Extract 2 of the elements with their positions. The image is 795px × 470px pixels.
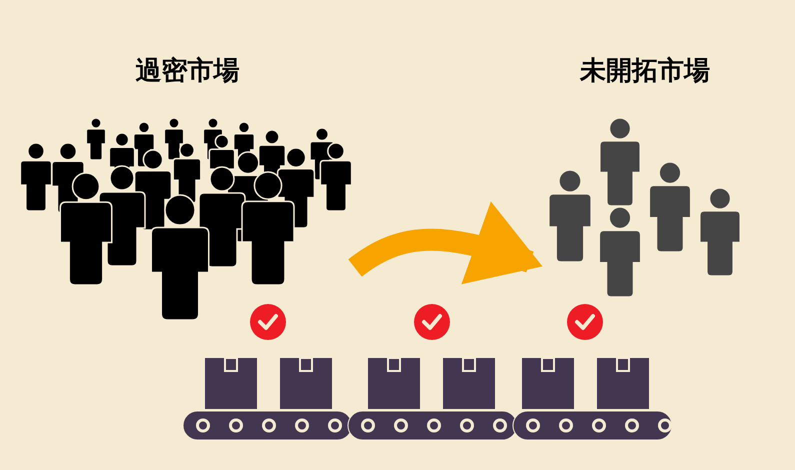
market-heading: 過密市場 bbox=[136, 55, 240, 88]
market-heading: 未開拓市場 bbox=[580, 55, 710, 88]
